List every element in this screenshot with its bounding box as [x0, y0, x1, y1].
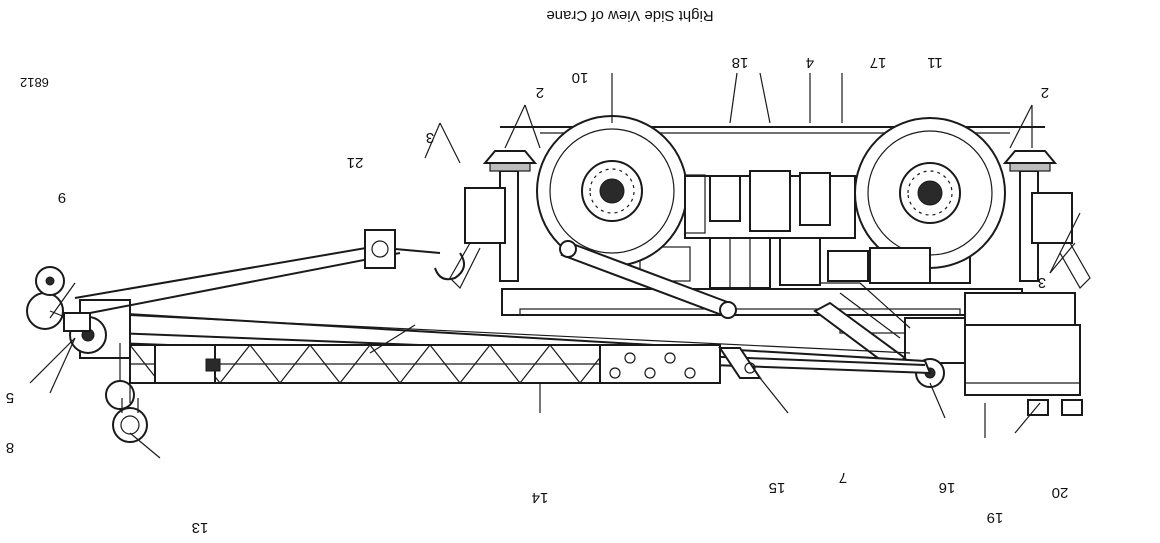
callout-16: 16 — [939, 479, 956, 496]
lattice-jib — [129, 344, 721, 384]
callout-8: 8 — [6, 439, 14, 456]
callout-7: 7 — [839, 469, 847, 486]
callout-18: 18 — [732, 54, 749, 71]
callout-21: 21 — [347, 154, 364, 171]
carrier-body — [684, 170, 856, 239]
callout-leaders — [29, 72, 1081, 459]
front-tire — [854, 117, 1006, 269]
callout-11: 11 — [927, 54, 943, 71]
callout-2-rear: 2 — [536, 84, 544, 101]
callout-2-front: 2 — [1041, 84, 1049, 101]
callout-3-front: 3 — [1038, 274, 1046, 291]
diagram-title: Right Side View of Crane — [546, 7, 713, 24]
callout-3-rear: 3 — [426, 129, 434, 146]
jib-hanger-15 — [718, 347, 762, 379]
callout-14: 14 — [532, 489, 549, 506]
callout-labels: 2 2 3 3 4 5 7 8 9 10 11 13 14 15 16 17 1… — [6, 54, 1069, 536]
outrigger-rear — [449, 150, 538, 290]
callout-10: 10 — [572, 69, 589, 86]
callout-15: 15 — [769, 479, 786, 496]
hook-block-13 — [112, 383, 148, 443]
rear-tire — [536, 115, 688, 267]
carrier-tanks — [827, 247, 931, 284]
counterweight-box — [964, 324, 1081, 396]
outrigger-front — [1002, 150, 1091, 289]
callout-9: 9 — [58, 189, 66, 206]
callout-4: 4 — [806, 54, 814, 71]
callout-5: 5 — [6, 389, 14, 406]
figure-number: 6812 — [20, 75, 49, 90]
callout-19: 19 — [987, 509, 1004, 526]
callout-13: 13 — [192, 519, 209, 536]
lift-cylinder — [559, 240, 737, 319]
callout-17: 17 — [870, 54, 887, 71]
hoist-rope-and-hook — [35, 229, 465, 332]
callout-20: 20 — [1052, 484, 1069, 501]
